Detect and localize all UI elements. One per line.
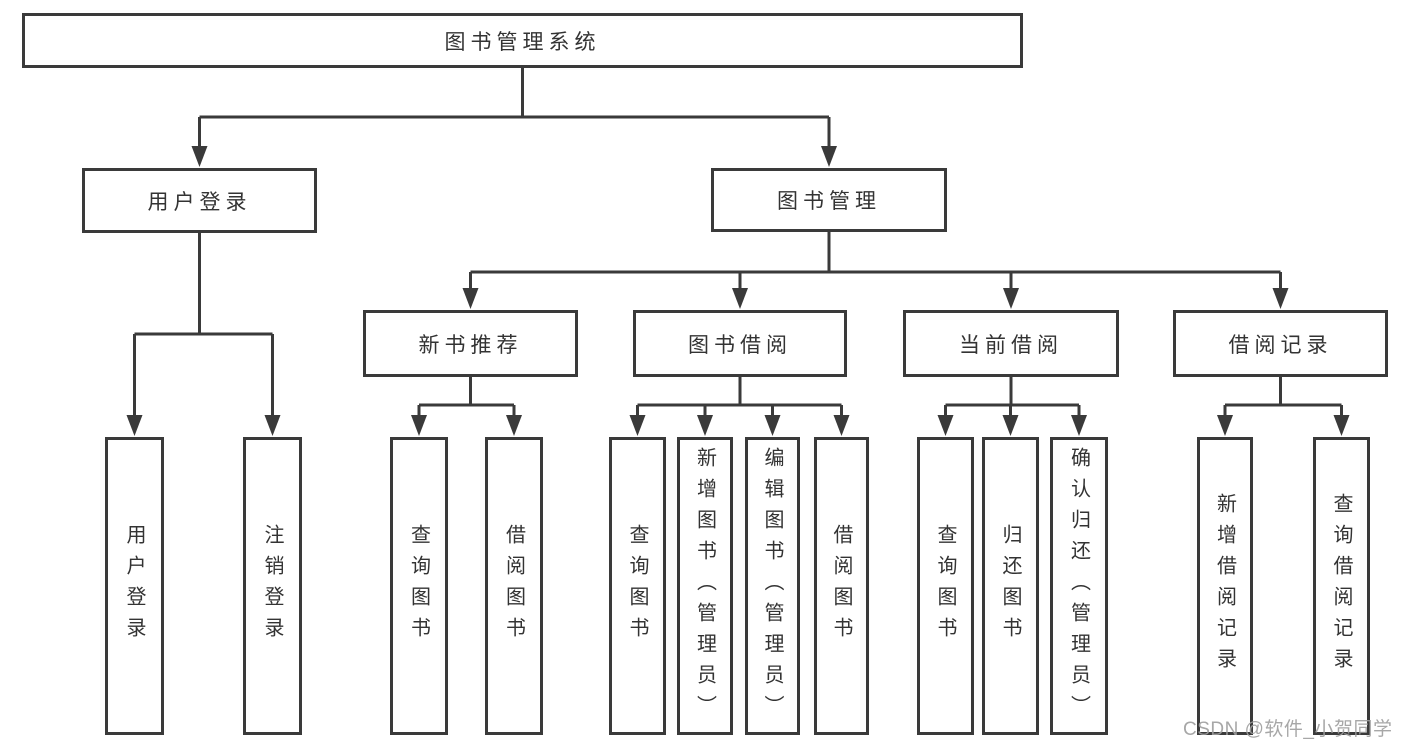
arrow-down-icon bbox=[1333, 415, 1350, 436]
leaf-user-login: 用户登录 bbox=[105, 437, 164, 735]
arrow-down-icon bbox=[629, 415, 646, 436]
leaf-confirm-return-admin: 确认归还（管理员） bbox=[1050, 437, 1108, 735]
arrow-down-icon bbox=[462, 288, 479, 309]
arrow-down-icon bbox=[191, 146, 208, 167]
connector-paths bbox=[133, 68, 1343, 415]
csdn-watermark: CSDN @软件_小贺同学 bbox=[1183, 719, 1393, 740]
leaf-edit-books-admin: 编辑图书（管理员） bbox=[745, 437, 800, 735]
arrow-down-icon bbox=[1217, 415, 1233, 436]
leaf-recommend-borrow-books: 借阅图书 bbox=[485, 437, 543, 735]
node-borrowing-records: 借阅记录 bbox=[1173, 310, 1388, 377]
leaf-borrow-books: 借阅图书 bbox=[814, 437, 869, 735]
node-book-management: 图书管理 bbox=[711, 168, 947, 232]
arrow-down-icon bbox=[506, 415, 522, 436]
node-library-management-system: 图书管理系统 bbox=[22, 13, 1023, 68]
arrow-down-icon bbox=[697, 415, 713, 436]
node-user-login: 用户登录 bbox=[82, 168, 317, 233]
arrow-down-icon bbox=[264, 415, 281, 436]
arrow-down-icon bbox=[1272, 288, 1289, 309]
node-book-borrowing: 图书借阅 bbox=[633, 310, 847, 377]
leaf-return-books: 归还图书 bbox=[982, 437, 1039, 735]
leaf-query-borrowing-record: 查询借阅记录 bbox=[1313, 437, 1370, 735]
arrowheads bbox=[126, 146, 1350, 436]
arrow-down-icon bbox=[126, 415, 143, 436]
arrow-down-icon bbox=[833, 415, 850, 436]
arrow-down-icon bbox=[937, 415, 954, 436]
arrow-down-icon bbox=[732, 288, 748, 309]
arrow-down-icon bbox=[764, 415, 781, 436]
leaf-add-borrowing-record: 新增借阅记录 bbox=[1197, 437, 1253, 735]
arrow-down-icon bbox=[1071, 415, 1087, 436]
leaf-borrowing-query-books: 查询图书 bbox=[609, 437, 666, 735]
leaf-add-books-admin: 新增图书（管理员） bbox=[677, 437, 733, 735]
arrow-down-icon bbox=[1003, 288, 1019, 309]
node-current-borrowing: 当前借阅 bbox=[903, 310, 1119, 377]
leaf-recommend-query-books: 查询图书 bbox=[390, 437, 448, 735]
leaf-current-query-books: 查询图书 bbox=[917, 437, 974, 735]
arrow-down-icon bbox=[411, 415, 427, 436]
arrow-down-icon bbox=[821, 146, 837, 167]
leaf-logout-login: 注销登录 bbox=[243, 437, 302, 735]
arrow-down-icon bbox=[1002, 415, 1019, 436]
node-new-book-recommend: 新书推荐 bbox=[363, 310, 578, 377]
